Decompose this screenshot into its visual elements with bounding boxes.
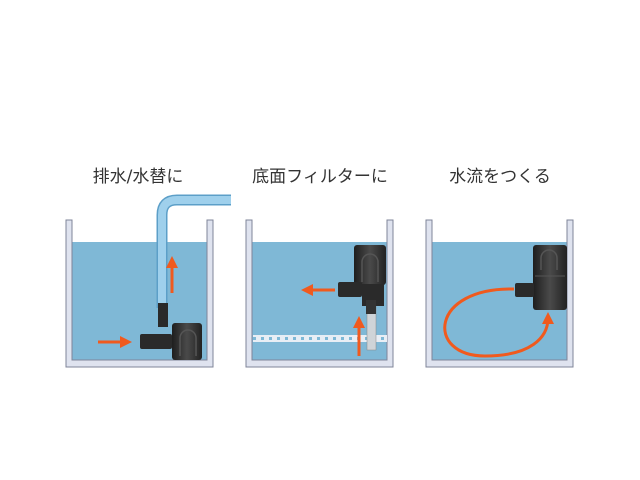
- tank-wall: [245, 219, 394, 368]
- panel-label-bottom-filter: 底面フィルターに: [252, 167, 388, 187]
- panel-label-drainage: 排水/水替に: [92, 167, 184, 187]
- circular-flow-arrow-icon: [443, 287, 554, 358]
- pump: [140, 303, 202, 360]
- tank-water-flow: [425, 219, 574, 368]
- panel-label-water-flow: 水流をつくる: [449, 167, 551, 187]
- tank-wall: [65, 219, 214, 368]
- tank-wall: [425, 219, 574, 368]
- tank-drainage: [65, 194, 231, 368]
- pump: [515, 245, 567, 310]
- tank-bottom-filter: [245, 219, 394, 368]
- pump: [338, 245, 386, 314]
